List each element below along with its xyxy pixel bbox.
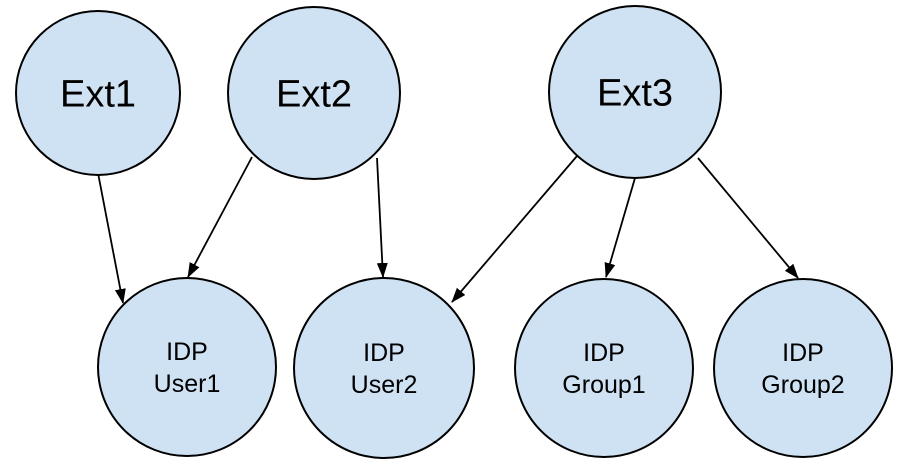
node-idp-user2-circle — [293, 277, 475, 459]
node-ext3-label-line1: Ext3 — [597, 73, 673, 115]
node-idp-group2-label-line1: IDP — [782, 339, 824, 367]
edge-ext2-to-idp-user2 — [376, 157, 388, 278]
edge-ext3-to-idp-group2 — [697, 157, 799, 279]
node-idp-group1-label-line1: IDP — [583, 339, 625, 367]
node-idp-group1-label-line2: Group1 — [562, 371, 645, 399]
node-idp-user1-label-line2: User1 — [154, 370, 221, 398]
node-idp-user1-circle — [97, 277, 277, 457]
edge-ext3-to-idp-group1 — [604, 177, 636, 278]
node-idp-group2-label-line2: Group2 — [761, 371, 844, 399]
node-idp-group2-circle — [713, 278, 893, 458]
node-ext2-circle — [227, 6, 401, 180]
node-idp-user1-label-line1: IDP — [166, 338, 208, 366]
node-idp-user2: IDP User2 — [293, 277, 475, 459]
node-idp-user2-label-line2: User2 — [351, 371, 418, 399]
node-idp-group2: IDP Group2 — [713, 278, 893, 458]
node-ext3-circle — [548, 5, 722, 179]
edges-layer — [97, 155, 799, 304]
edge-ext1-to-idp-user1 — [97, 172, 126, 304]
edge-ext3-to-idp-user2 — [451, 155, 578, 303]
node-ext1-circle — [15, 10, 181, 176]
edge-ext2-to-idp-user1 — [187, 156, 253, 278]
node-idp-group1-circle — [514, 278, 694, 458]
node-idp-user2-label-line1: IDP — [363, 339, 405, 367]
node-ext1: Ext1 — [15, 10, 181, 176]
node-idp-user1: IDP User1 — [97, 277, 277, 457]
node-ext1-label-line1: Ext1 — [60, 74, 136, 116]
node-ext2-label-line1: Ext2 — [276, 74, 352, 116]
node-ext3: Ext3 — [548, 5, 722, 179]
node-ext2: Ext2 — [227, 6, 401, 180]
node-idp-group1: IDP Group1 — [514, 278, 694, 458]
